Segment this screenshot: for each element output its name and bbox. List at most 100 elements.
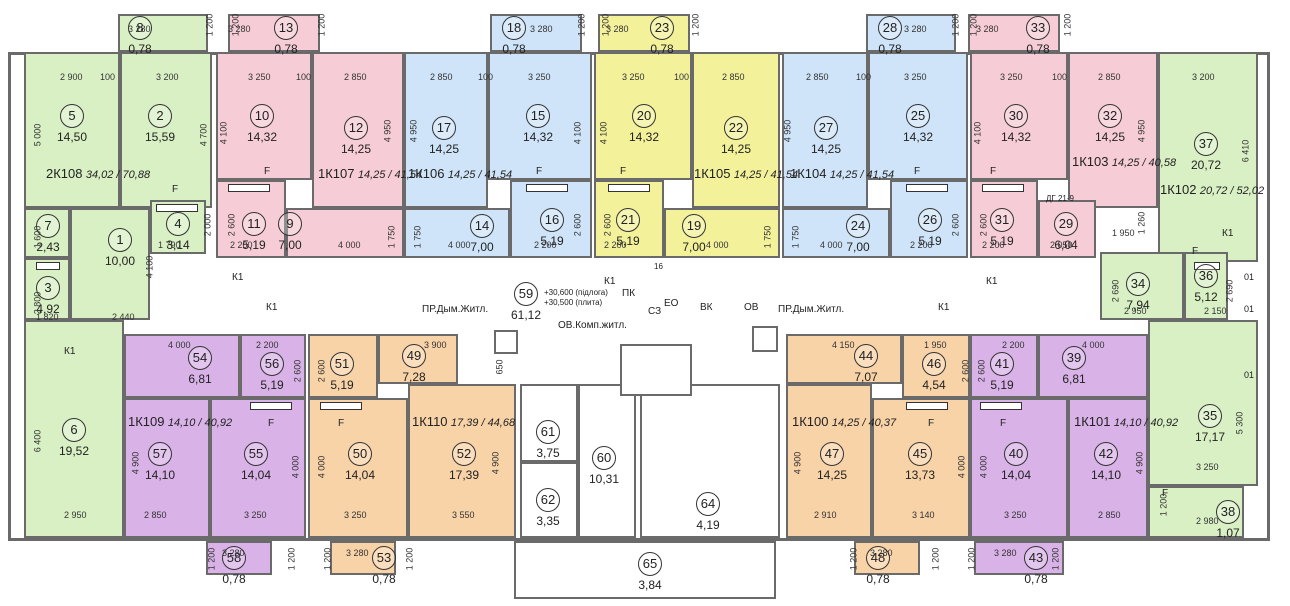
dimension: 3 550 xyxy=(452,510,475,520)
apartment-label: 1К104 14,25 / 41,54 xyxy=(790,166,895,181)
vent-shaft xyxy=(752,326,778,352)
utility-label-eo: ЕО xyxy=(664,298,679,309)
fire-mark: F xyxy=(1192,246,1199,257)
dimension: 4 950 xyxy=(782,119,793,143)
dimension: 4 100 xyxy=(972,121,983,145)
dimension: 3 280 xyxy=(346,548,369,558)
fire-mark: F xyxy=(268,418,275,429)
dimension: 2 050 xyxy=(1050,240,1073,250)
dimension: 1 200 xyxy=(848,547,859,571)
dimension: 2 950 xyxy=(64,510,87,520)
apartment-label: 1К107 14,25 / 41,54 xyxy=(318,166,423,181)
dimension: 4 000 xyxy=(820,240,843,250)
apartment-label: 1К100 14,25 / 40,37 xyxy=(792,414,897,429)
room-40 xyxy=(970,398,1068,538)
window xyxy=(526,184,568,192)
dimension: 3 200 xyxy=(1192,72,1215,82)
dimension: 3 250 xyxy=(1000,72,1023,82)
fire-mark: F xyxy=(172,184,179,195)
vent-shaft xyxy=(494,330,518,354)
dimension: 4 000 xyxy=(956,455,967,479)
room-44 xyxy=(786,334,902,384)
dimension: 3 250 xyxy=(904,72,927,82)
dimension: 2 980 xyxy=(1196,516,1219,526)
dimension: 4 900 xyxy=(792,451,803,475)
level-label: +30,500 (плита) xyxy=(544,298,603,307)
axis-label-k1: К1 xyxy=(64,346,76,357)
axis-label-k1: К1 xyxy=(266,302,278,313)
dimension: 3 900 xyxy=(424,340,447,350)
room-5 xyxy=(24,52,120,208)
dimension: 2 600 xyxy=(950,213,961,237)
balcony-43 xyxy=(974,541,1064,575)
dimension: 1 790 xyxy=(158,240,181,250)
dimension: 2 690 xyxy=(1110,279,1121,303)
dimension: 1 200 xyxy=(286,547,297,571)
dimension: 1 200 xyxy=(690,13,701,37)
outer-wall-left xyxy=(8,52,11,541)
dimension: 1 200 xyxy=(968,13,979,37)
dimension: 2 200 xyxy=(230,240,253,250)
dimension: 2 900 xyxy=(60,72,83,82)
dimension: 2 600 xyxy=(572,213,583,237)
window xyxy=(320,402,362,410)
dimension: 3 250 xyxy=(344,510,367,520)
dimension: 2 600 xyxy=(960,359,971,383)
fire-mark: F xyxy=(1162,488,1169,499)
dimension: 1 200 xyxy=(1050,547,1061,571)
dimension: 2 910 xyxy=(814,510,837,520)
window xyxy=(608,184,650,192)
dimension: 2 800 xyxy=(32,291,43,315)
fire-hydrant-label: ПК xyxy=(622,288,636,299)
door-label: ДГ 21-9 xyxy=(1046,194,1074,203)
window xyxy=(906,402,948,410)
dimension: 3 280 xyxy=(222,548,245,558)
fire-mark: F xyxy=(928,418,935,429)
dimension: 4 900 xyxy=(490,451,501,475)
utility-label-ov: ОВ xyxy=(744,302,759,313)
window xyxy=(980,402,1022,410)
dimension: 5 000 xyxy=(32,123,43,147)
window xyxy=(228,184,270,192)
dimension: 2 200 xyxy=(982,240,1005,250)
dimension: 2 200 xyxy=(256,340,279,350)
dimension: 100 xyxy=(674,72,690,82)
apartment-label: 1К101 14,10 / 40,92 xyxy=(1074,414,1179,429)
window xyxy=(982,184,1024,192)
axis-label-k1: К1 xyxy=(938,302,950,313)
dimension: 3 250 xyxy=(1196,462,1219,472)
apartment-label: 1К110 17,39 / 44,68 xyxy=(412,414,516,429)
apartment-label: 1К109 14,10 / 40,92 xyxy=(128,414,233,429)
fire-mark: F xyxy=(914,166,921,177)
dimension: 4 950 xyxy=(1136,119,1147,143)
room-56 xyxy=(240,334,306,398)
dimension: 2 600 xyxy=(602,213,613,237)
dimension: 100 xyxy=(856,72,872,82)
fire-mark: F xyxy=(990,166,997,177)
dimension: 3 280 xyxy=(228,24,251,34)
